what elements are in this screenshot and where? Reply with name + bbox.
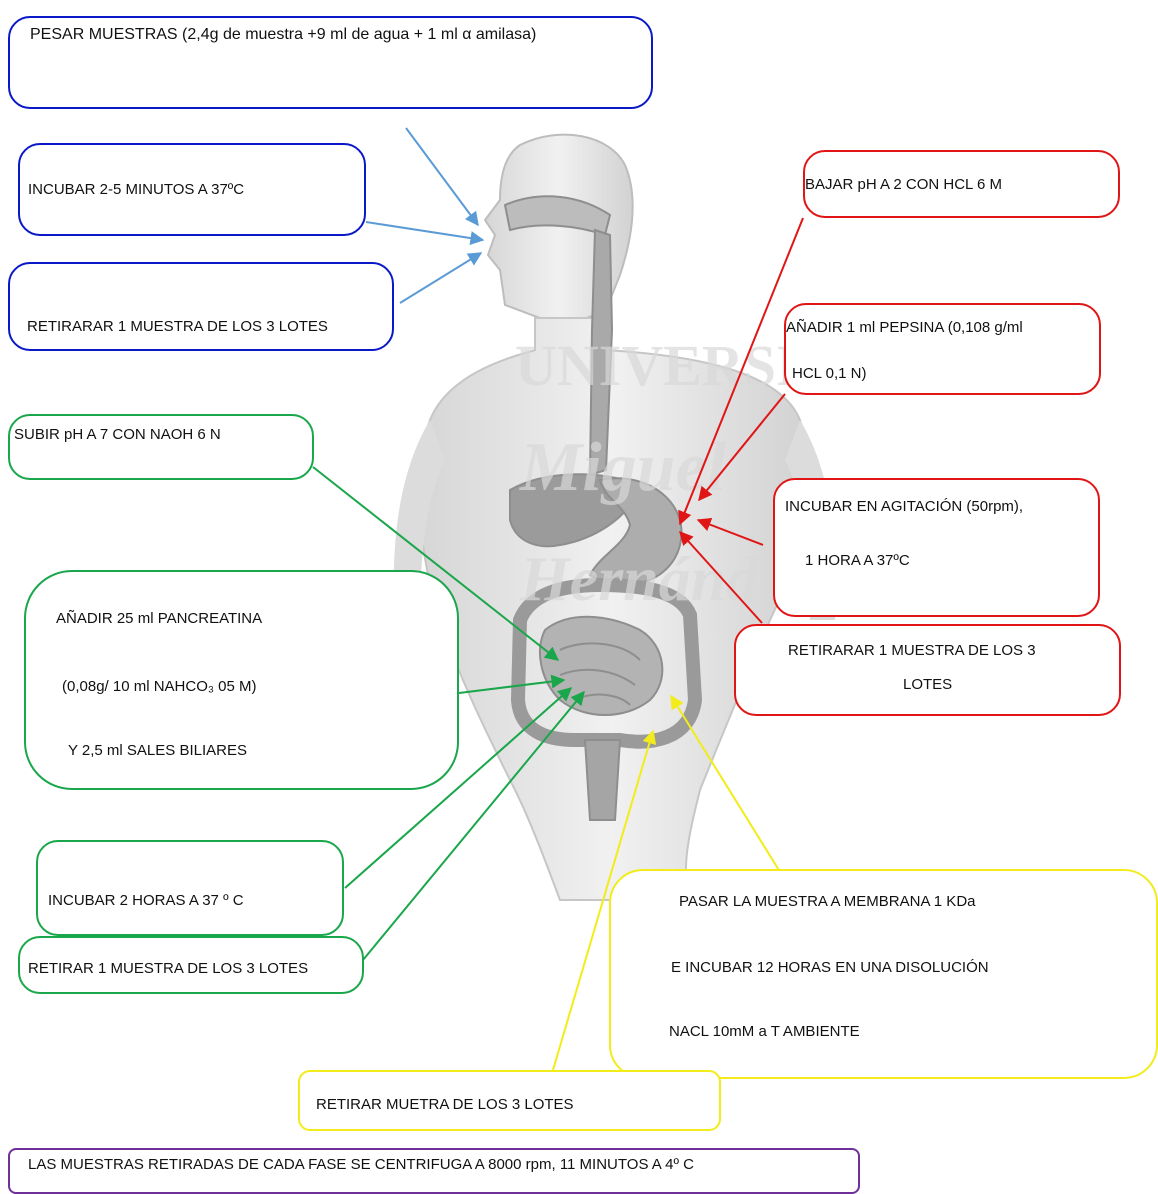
final-centrifuge-note: LAS MUESTRAS RETIRADAS DE CADA FASE SE C… bbox=[8, 1148, 860, 1194]
step-add-pancreatin-line-2: (0,08g/ 10 ml NAHCO₃ 05 M) bbox=[62, 678, 257, 695]
step-incubate-agitation-line-1: INCUBAR EN AGITACIÓN (50rpm), bbox=[785, 498, 1023, 515]
arrow-withdraw-to-mouth bbox=[400, 253, 481, 303]
step-membrane-dialysis: PASAR LA MUESTRA A MEMBRANA 1 KDa E INCU… bbox=[609, 869, 1158, 1079]
step-add-pepsin: AÑADIR 1 ml PEPSINA (0,108 g/ml HCL 0,1 … bbox=[784, 303, 1101, 395]
step-lower-ph: BAJAR pH A 2 CON HCL 6 M bbox=[803, 150, 1120, 218]
step-add-pepsin-line-2: HCL 0,1 N) bbox=[792, 365, 866, 382]
final-centrifuge-note-text: LAS MUESTRAS RETIRADAS DE CADA FASE SE C… bbox=[28, 1156, 694, 1173]
arrow-membrane-to-intestine bbox=[671, 696, 790, 888]
step-add-pancreatin-line-3: Y 2,5 ml SALES BILIARES bbox=[68, 742, 247, 759]
step-raise-ph: SUBIR pH A 7 CON NAOH 6 N bbox=[8, 414, 314, 480]
step-raise-ph-text: SUBIR pH A 7 CON NAOH 6 N bbox=[14, 426, 221, 443]
step-withdraw-intestine: RETIRAR 1 MUESTRA DE LOS 3 LOTES bbox=[18, 936, 364, 994]
step-add-pancreatin: AÑADIR 25 ml PANCREATINA (0,08g/ 10 ml N… bbox=[24, 570, 459, 790]
step-withdraw-mouth: RETIRARAR 1 MUESTRA DE LOS 3 LOTES bbox=[8, 262, 394, 351]
arrow-pancreatin-to-intestine bbox=[459, 680, 564, 693]
arrow-weigh-to-mouth bbox=[406, 128, 478, 225]
arrow-withdraw-to-stomach bbox=[680, 532, 762, 623]
step-incubate-intestine: INCUBAR 2 HORAS A 37 º C bbox=[36, 840, 344, 936]
step-lower-ph-text: BAJAR pH A 2 CON HCL 6 M bbox=[805, 176, 1002, 193]
step-add-pepsin-line-1: AÑADIR 1 ml PEPSINA (0,108 g/ml bbox=[786, 319, 1023, 336]
step-membrane-dialysis-line-3: NACL 10mM a T AMBIENTE bbox=[669, 1023, 860, 1040]
step-withdraw-mouth-text: RETIRARAR 1 MUESTRA DE LOS 3 LOTES bbox=[27, 318, 328, 335]
step-withdraw-dialysis-text: RETIRAR MUETRA DE LOS 3 LOTES bbox=[316, 1096, 574, 1113]
step-incubate-mouth: INCUBAR 2-5 MINUTOS A 37ºC bbox=[18, 143, 366, 236]
step-membrane-dialysis-line-2: E INCUBAR 12 HORAS EN UNA DISOLUCIÓN bbox=[671, 959, 989, 976]
step-withdraw-dialysis: RETIRAR MUETRA DE LOS 3 LOTES bbox=[298, 1070, 721, 1131]
step-withdraw-intestine-text: RETIRAR 1 MUESTRA DE LOS 3 LOTES bbox=[28, 960, 308, 977]
step-withdraw-stomach-line-2: LOTES bbox=[903, 676, 952, 693]
arrow-agitation-to-stomach bbox=[698, 520, 763, 545]
step-weigh-samples-text: PESAR MUESTRAS (2,4g de muestra +9 ml de… bbox=[30, 26, 536, 44]
step-incubate-mouth-text: INCUBAR 2-5 MINUTOS A 37ºC bbox=[28, 181, 244, 198]
step-withdraw-stomach: RETIRARAR 1 MUESTRA DE LOS 3 LOTES bbox=[734, 624, 1121, 716]
step-incubate-intestine-text: INCUBAR 2 HORAS A 37 º C bbox=[48, 892, 244, 909]
step-membrane-dialysis-line-1: PASAR LA MUESTRA A MEMBRANA 1 KDa bbox=[679, 893, 976, 910]
arrow-incubate-to-mouth bbox=[366, 222, 483, 240]
step-add-pancreatin-line-1: AÑADIR 25 ml PANCREATINA bbox=[56, 610, 262, 627]
step-weigh-samples: PESAR MUESTRAS (2,4g de muestra +9 ml de… bbox=[8, 16, 653, 109]
step-withdraw-stomach-line-1: RETIRARAR 1 MUESTRA DE LOS 3 bbox=[788, 642, 1036, 659]
step-incubate-agitation: INCUBAR EN AGITACIÓN (50rpm), 1 HORA A 3… bbox=[773, 478, 1100, 617]
step-incubate-agitation-line-2: 1 HORA A 37ºC bbox=[805, 552, 910, 569]
